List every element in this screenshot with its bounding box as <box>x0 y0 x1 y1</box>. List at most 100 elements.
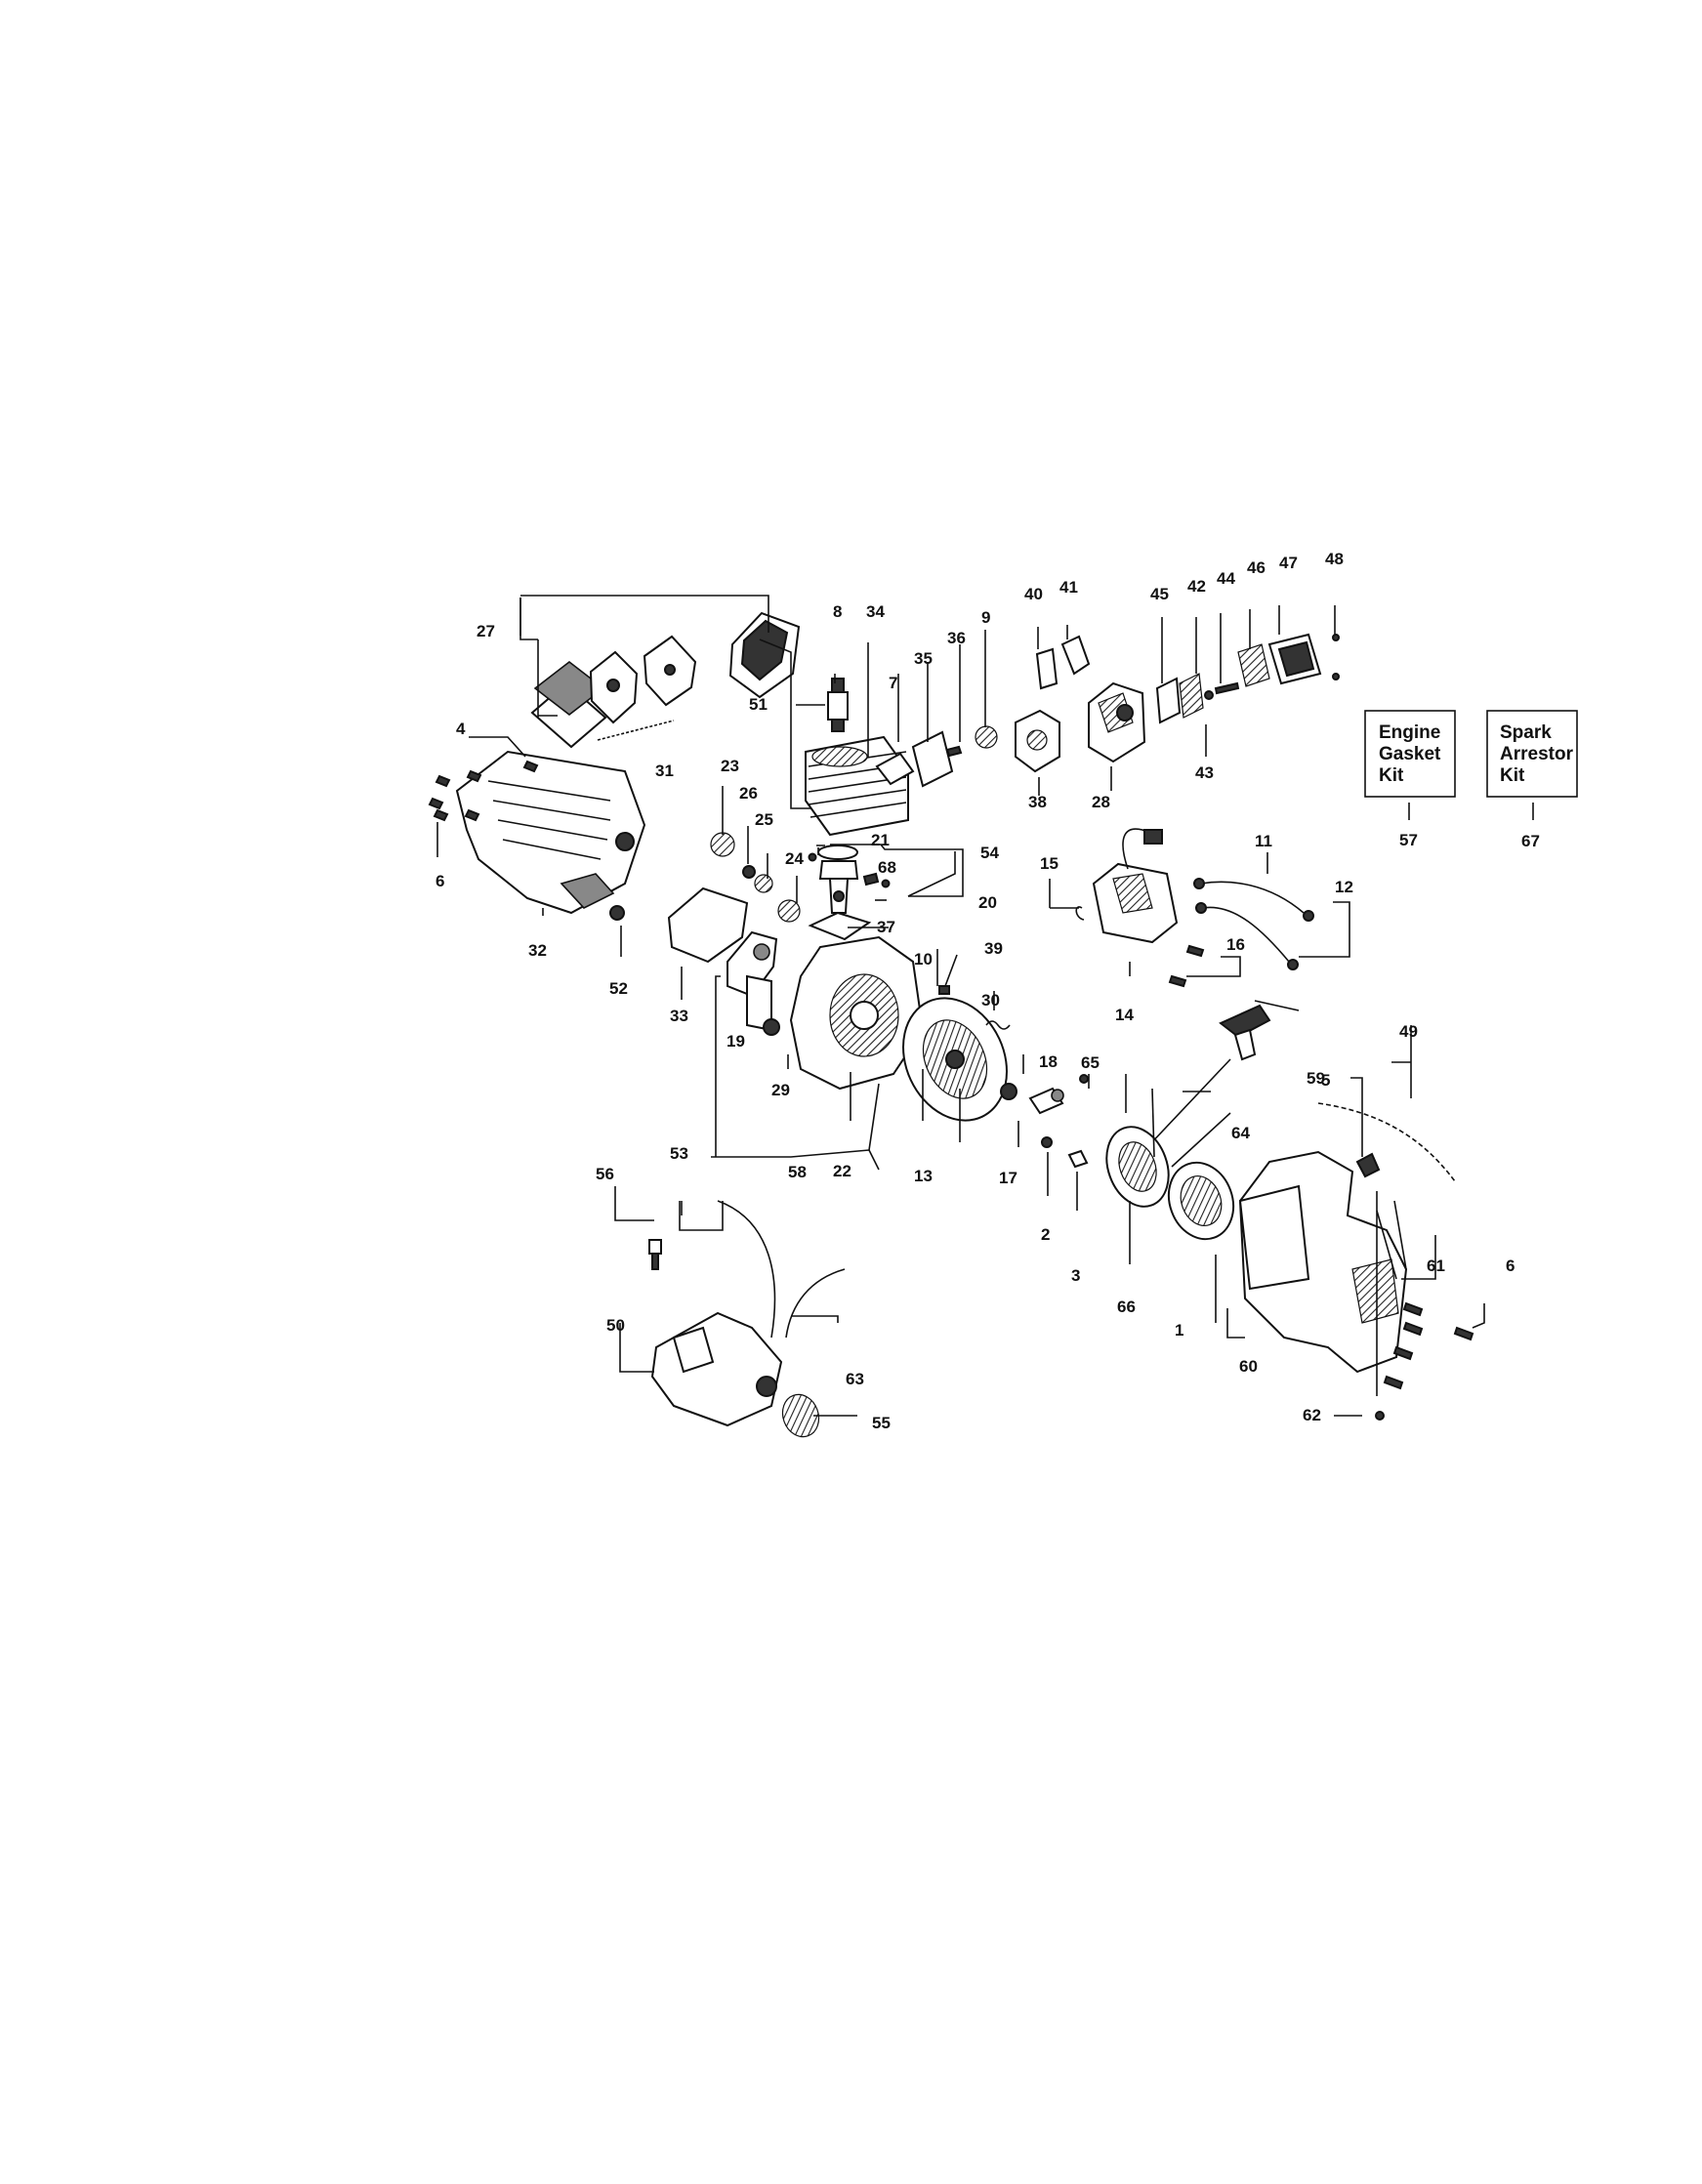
part-label: 4 <box>456 720 466 738</box>
housing-screws-part <box>1383 1301 1474 1390</box>
part-label: 12 <box>1335 878 1353 896</box>
bearing-part <box>710 832 735 857</box>
part-label: 34 <box>866 602 885 621</box>
part-label: 55 <box>872 1414 891 1432</box>
part-label: 57 <box>1399 831 1418 849</box>
filter-screw-part <box>1214 681 1240 695</box>
part-label: 66 <box>1117 1298 1136 1316</box>
ignition-module-part <box>1075 828 1179 944</box>
part-label: 64 <box>1231 1124 1250 1142</box>
part-label: 29 <box>771 1081 790 1099</box>
throttle-lever-part <box>1060 635 1091 676</box>
air-filter-bracket-part <box>589 650 639 724</box>
throttle-cable-part <box>1317 1102 1456 1182</box>
part-label: 23 <box>721 757 739 775</box>
part-label: 26 <box>739 784 758 803</box>
part-label: 10 <box>914 950 933 968</box>
part-label: 25 <box>755 810 773 829</box>
small-screw-part <box>1079 1074 1089 1084</box>
part-label: 65 <box>1081 1053 1100 1072</box>
part-label: 32 <box>528 941 547 960</box>
spark-arrestor-kit-line2: Arrestor <box>1500 744 1574 764</box>
engine-gasket-kit-line2: Gasket <box>1379 744 1441 764</box>
part-label: 30 <box>981 991 1000 1010</box>
engine-gasket-kit-line1: Engine <box>1379 722 1440 743</box>
part-label: 53 <box>670 1144 688 1163</box>
part-label: 37 <box>877 918 895 936</box>
part-label: 21 <box>871 831 890 849</box>
part-label: 17 <box>999 1169 1017 1187</box>
carburetor-body-part <box>1088 681 1146 763</box>
air-filter-element-part <box>728 611 801 699</box>
ignition-wire-part <box>1200 881 1305 914</box>
flywheel-key-part <box>938 985 950 995</box>
part-label: 46 <box>1247 558 1266 577</box>
part-label: 35 <box>914 649 933 668</box>
clutch-drum-bolt-part <box>1028 1087 1064 1115</box>
air-box-base-part <box>1179 673 1204 719</box>
part-label: 6 <box>436 872 444 890</box>
carburetor-part <box>1015 709 1060 773</box>
piston-pin-clip-part <box>808 852 817 862</box>
leader-lines <box>436 595 1534 1417</box>
crankcase-seal-part <box>763 1018 780 1036</box>
part-label: 63 <box>846 1370 864 1388</box>
part-label: 58 <box>788 1163 807 1181</box>
part-label: 15 <box>1040 854 1059 873</box>
part-label: 9 <box>981 608 990 627</box>
intake-screw-part <box>945 745 963 758</box>
part-label: 13 <box>914 1167 933 1185</box>
part-label: 50 <box>606 1316 625 1335</box>
part-label: 67 <box>1521 832 1540 850</box>
muffler-nut-part <box>609 905 625 921</box>
starter-handle-part <box>1219 1004 1271 1061</box>
part-labels: 1 2 3 4 5 6 6 7 8 9 10 11 12 13 14 15 16… <box>436 550 1540 1432</box>
starter-pulley-part <box>1105 1126 1170 1208</box>
air-filter-plate-part <box>643 635 697 707</box>
washer-part <box>1000 1083 1017 1100</box>
return-line-part <box>785 1268 846 1339</box>
part-label: 8 <box>833 602 842 621</box>
spark-arrestor-kit-line3: Kit <box>1500 765 1525 786</box>
part-label: 20 <box>978 893 997 912</box>
starter-rope-part <box>1146 1058 1231 1148</box>
insulator-part <box>911 730 954 788</box>
reed-part <box>975 725 998 749</box>
fan-housing-part <box>1238 1150 1408 1374</box>
part-label: 11 <box>1255 832 1272 850</box>
part-label: 54 <box>980 844 999 862</box>
part-label: 41 <box>1059 578 1078 597</box>
part-label: 62 <box>1303 1406 1321 1424</box>
part-label: 38 <box>1028 793 1047 811</box>
part-label: 60 <box>1239 1357 1258 1376</box>
air-filter-cover-part <box>530 660 607 749</box>
part-label: 48 <box>1325 550 1344 568</box>
housing-screw-long-part <box>1376 1200 1407 1280</box>
part-label: 39 <box>984 939 1003 958</box>
ignition-screw-part <box>1185 944 1205 958</box>
cylinder-base-gasket-part <box>808 911 872 941</box>
ground-wire-part <box>1202 906 1290 963</box>
part-label: 40 <box>1024 585 1043 603</box>
primer-part <box>1355 1152 1381 1178</box>
bearing-part-3 <box>777 899 801 923</box>
part-label: 44 <box>1217 569 1235 588</box>
part-label: 19 <box>726 1032 745 1051</box>
cover-screw-part <box>1041 1136 1053 1148</box>
part-label: 2 <box>1041 1225 1050 1244</box>
part-label: 68 <box>878 858 896 877</box>
spark-arrestor-kit-line1: Spark <box>1500 722 1552 743</box>
piston-ring-part <box>817 845 858 860</box>
part-label: 59 <box>1307 1069 1325 1088</box>
crankshaft-part <box>726 930 778 1032</box>
filter-element-part <box>1237 643 1270 687</box>
pawl-spring-part <box>985 1020 1011 1030</box>
part-label: 16 <box>1226 935 1245 954</box>
part-label: 42 <box>1187 577 1206 596</box>
muffler-shroud-part <box>455 750 646 915</box>
filter-cover-part <box>1267 633 1322 685</box>
part-label: 18 <box>1039 1052 1058 1071</box>
part-label: 56 <box>596 1165 614 1183</box>
part-label: 43 <box>1195 763 1214 782</box>
